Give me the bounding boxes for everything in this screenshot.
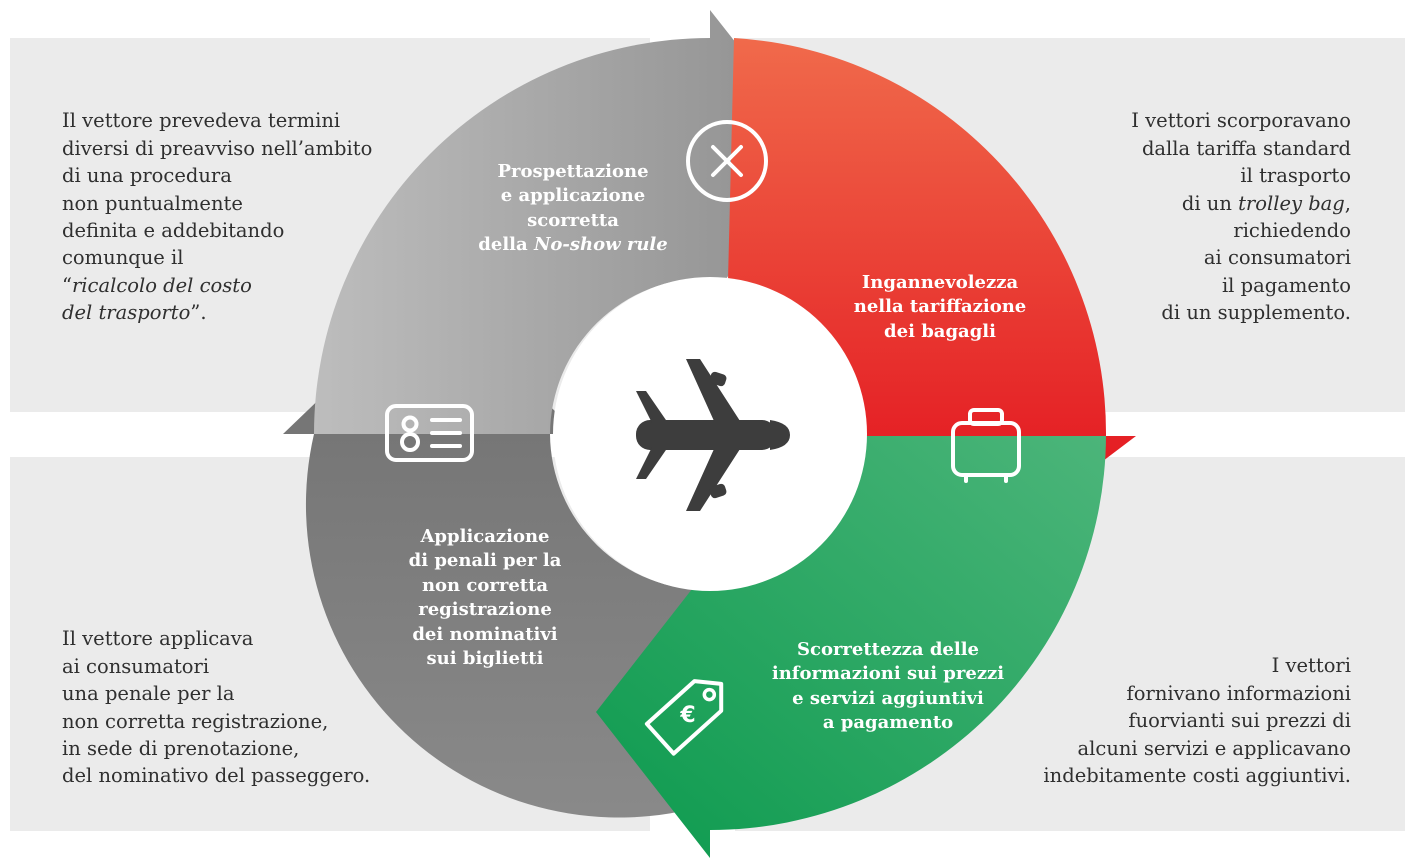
- description-no-show: Il vettore prevedeva termini diversi di …: [62, 109, 373, 325]
- airplane-icon: [636, 359, 790, 511]
- description-baggage: I vettori scorporavano dalla tariffa sta…: [1131, 109, 1351, 325]
- segment-no-show-arrow: [314, 10, 822, 434]
- suitcase-icon: [951, 408, 1021, 483]
- segment-title-prices: Scorrettezza delle informazioni sui prez…: [771, 638, 1005, 734]
- segment-title-no-show: Prospettazione e applicazione scorretta …: [478, 160, 668, 256]
- id-card-icon: [385, 404, 474, 462]
- segment-title-names: Applicazione di penali per la non corret…: [408, 525, 562, 670]
- euro-tag-icon: [644, 679, 724, 756]
- x-circle-icon: [686, 120, 768, 202]
- description-names: Il vettore applicava ai consumatori una …: [62, 627, 371, 788]
- euro-symbol: €: [679, 703, 695, 728]
- description-prices: I vettori fornivano informazioni fuorvia…: [1043, 654, 1351, 788]
- segment-title-baggage: Ingannevolezza nella tariffazione dei ba…: [853, 271, 1027, 342]
- segment-prices-arrow: [596, 436, 1106, 858]
- segment-baggage-arrow: [728, 38, 1136, 548]
